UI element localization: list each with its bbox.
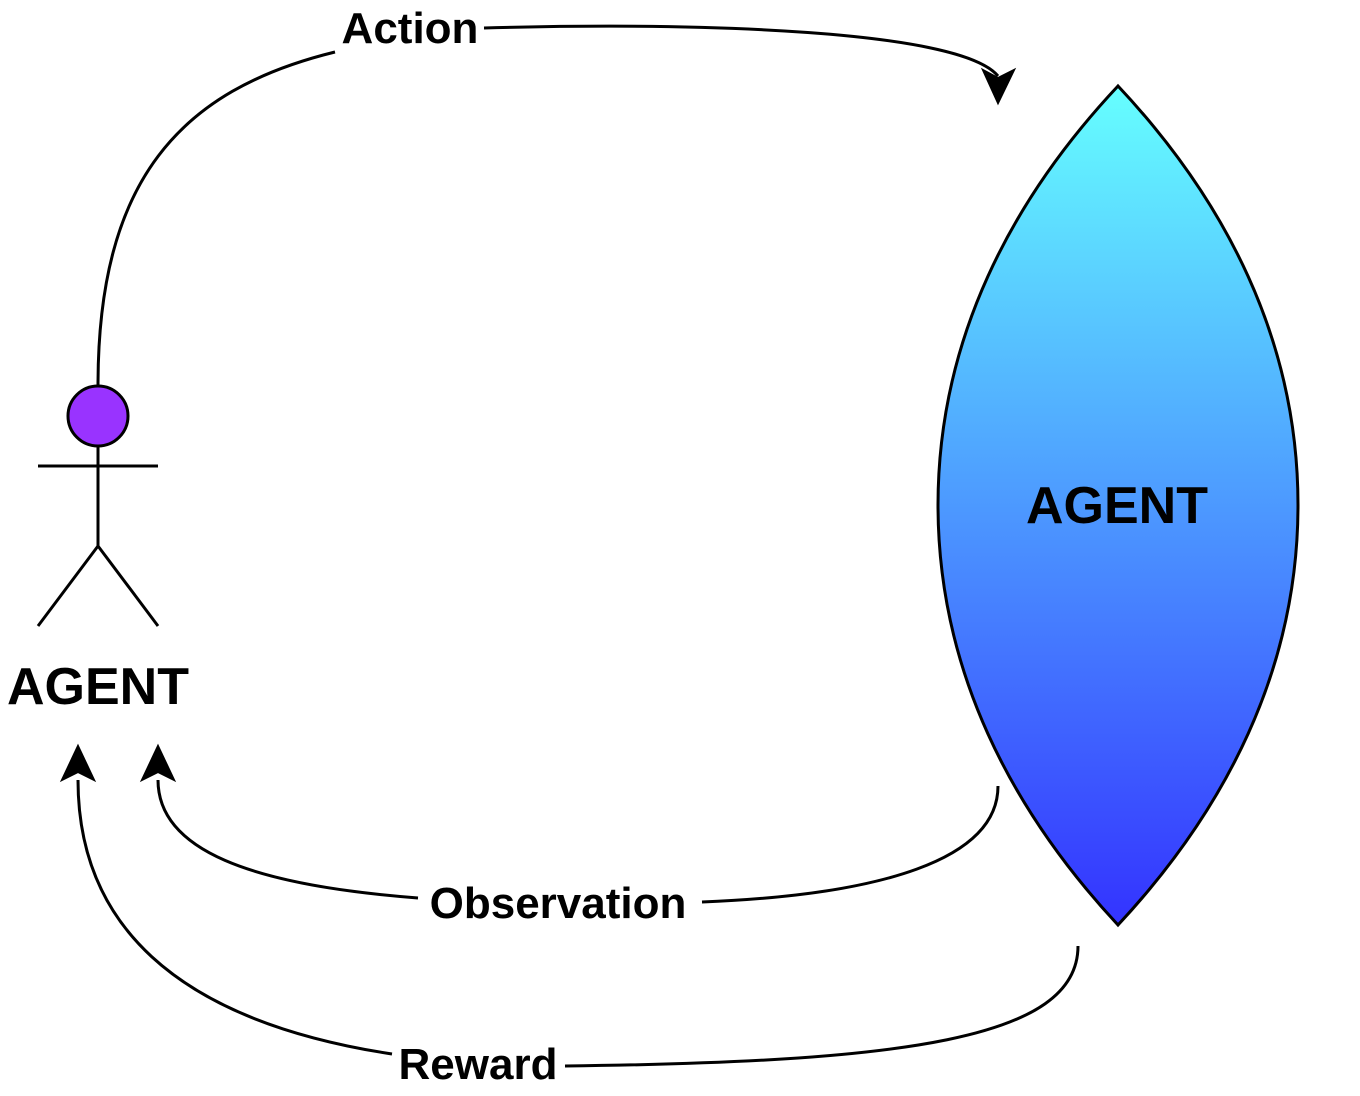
action-edge-line xyxy=(96,50,336,386)
reward-edge-line-2 xyxy=(76,779,393,1056)
observation-edge[interactable]: Observation xyxy=(139,743,1000,928)
action-edge[interactable]: Action xyxy=(96,4,1017,386)
observation-label: Observation xyxy=(430,879,687,928)
action-arrow-head xyxy=(980,67,1017,106)
reward-label: Reward xyxy=(399,1040,558,1089)
environment-label: AGENT xyxy=(1026,477,1208,535)
environment-lens-shape xyxy=(936,83,1300,928)
reward-arrow-head xyxy=(59,743,97,783)
reward-edge-line xyxy=(564,945,1080,1068)
observation-edge-line xyxy=(701,785,1000,904)
actor-label: AGENT xyxy=(7,658,189,716)
actor-head xyxy=(66,384,130,448)
observation-arrow-head xyxy=(139,743,177,783)
reward-edge[interactable]: Reward xyxy=(59,743,1080,1089)
environment-node[interactable]: AGENT xyxy=(936,83,1300,928)
actor-right-leg xyxy=(96,545,160,627)
observation-edge-line-2 xyxy=(156,779,419,900)
action-label: Action xyxy=(342,4,479,53)
actor-left-leg xyxy=(36,545,100,627)
actor-node[interactable]: AGENT xyxy=(7,384,189,716)
action-edge-line-2 xyxy=(483,24,1000,77)
